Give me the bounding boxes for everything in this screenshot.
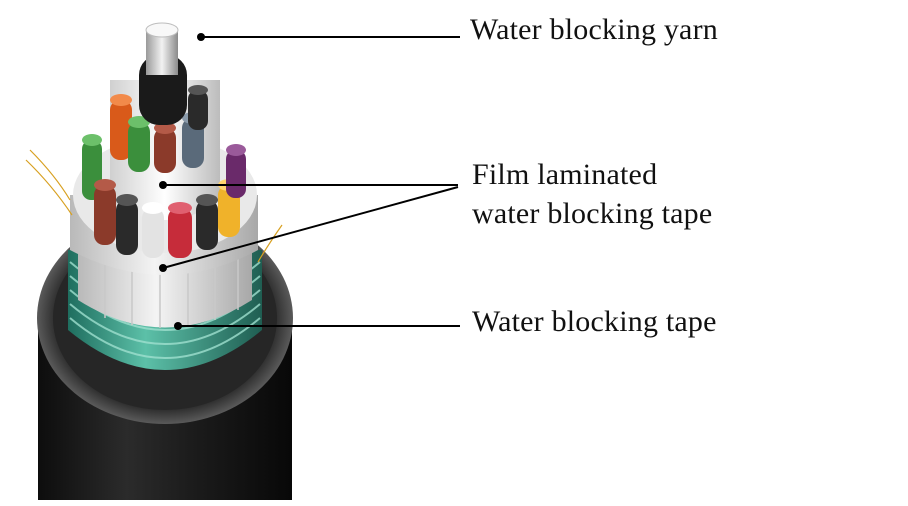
tube — [116, 194, 138, 255]
tube — [196, 194, 218, 250]
leader-dot-film-lower — [159, 264, 167, 272]
tube — [188, 85, 208, 130]
tube — [128, 116, 150, 172]
tube — [226, 144, 246, 198]
leader-dot-tape — [174, 322, 182, 330]
water-blocking-yarn — [25, 149, 283, 263]
central-strength-member — [139, 22, 187, 125]
tube — [168, 202, 192, 258]
leader-dot-film-upper — [159, 181, 167, 189]
leader-dots — [159, 33, 205, 330]
tube — [154, 122, 176, 173]
tube — [94, 179, 116, 245]
tube — [142, 202, 164, 258]
label-film-laminated-line2: water blocking tape — [472, 197, 713, 230]
leader-lines — [162, 36, 460, 327]
leader-dot-yarn — [197, 33, 205, 41]
leader-line-film-lower — [162, 186, 459, 269]
tube — [110, 94, 132, 160]
label-film-laminated-line1: Film laminated — [472, 158, 658, 191]
label-water-blocking-yarn: Water blocking yarn — [470, 13, 718, 46]
label-water-blocking-tape: Water blocking tape — [472, 305, 717, 338]
loose-tubes — [82, 85, 246, 258]
